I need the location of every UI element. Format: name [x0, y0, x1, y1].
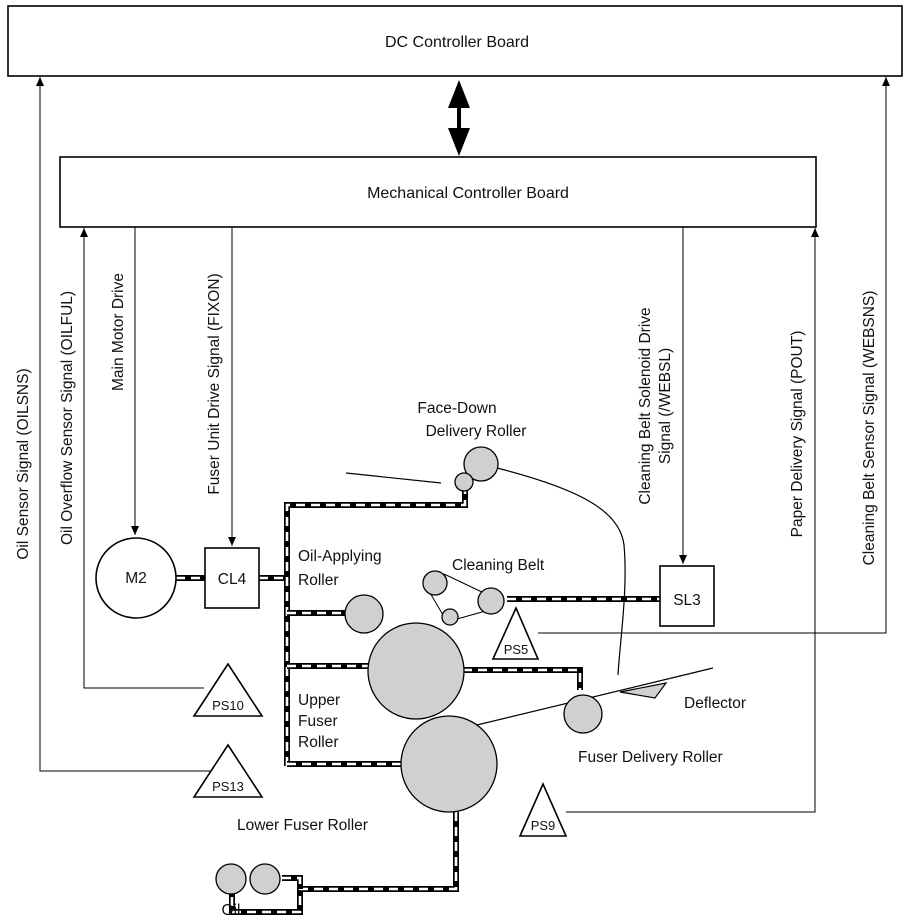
main-motor-drive-label: Main Motor Drive	[110, 273, 127, 391]
cleaning-belt-supply-roller	[477, 587, 505, 615]
board-link-arrow	[448, 80, 470, 156]
face-down-delivery-roller-label-1: Face-Down	[417, 400, 496, 417]
oil-sensor-wire	[36, 77, 228, 772]
upper-fuser-roller	[367, 622, 465, 720]
sensor-ps9: PS9	[518, 782, 568, 837]
oil-overflow-wire	[80, 228, 204, 689]
ps9-label: PS9	[531, 818, 556, 833]
fuser-delivery-roller-label: Fuser Delivery Roller	[578, 749, 723, 766]
oil-applying-roller-label-2: Roller	[298, 572, 338, 589]
oil-sensor-signal-label: Oil Sensor Signal (OILSNS)	[15, 368, 32, 559]
ps10-label: PS10	[212, 698, 244, 713]
cleaning-belt-solenoid-label-1: Cleaning Belt Solenoid Drive	[637, 307, 654, 504]
face-down-delivery-roller-label-2: Delivery Roller	[426, 423, 527, 440]
face-down-delivery-roller	[463, 446, 499, 482]
deflector-shape	[619, 682, 668, 699]
cleaning-belt-press-roller	[441, 608, 459, 626]
oil-pump-roller-right	[249, 863, 281, 895]
deflector-label: Deflector	[684, 695, 746, 712]
dc-controller-board	[7, 5, 903, 77]
ps13-label: PS13	[212, 779, 244, 794]
upper-fuser-roller-label-3: Roller	[298, 734, 338, 751]
main-motor-m2	[95, 537, 177, 619]
upper-fuser-roller-label-1: Upper	[298, 692, 340, 709]
oil-applying-roller	[344, 594, 384, 634]
mechanical-controller-board	[59, 156, 817, 228]
oil-label: Oil	[222, 902, 241, 918]
upper-fuser-roller-label-2: Fuser	[298, 713, 338, 730]
cleaning-belt-label: Cleaning Belt	[452, 557, 545, 574]
cleaning-belt-sensor-signal-label: Cleaning Belt Sensor Signal (WEBSNS)	[861, 291, 878, 566]
cleaning-belt-take-up-roller	[422, 570, 448, 596]
cl4-label: CL4	[218, 571, 247, 588]
lower-fuser-roller	[400, 715, 498, 813]
oil-pump-roller-left	[215, 863, 247, 895]
oil-overflow-signal-label: Oil Overflow Sensor Signal (OILFUL)	[59, 291, 76, 545]
m2-label: M2	[125, 570, 147, 587]
ps5-label: PS5	[504, 642, 529, 657]
sl3-label: SL3	[673, 592, 701, 609]
sensor-ps10: PS10	[192, 662, 264, 717]
lower-fuser-roller-label: Lower Fuser Roller	[237, 817, 368, 834]
dc-controller-board-label: DC Controller Board	[385, 34, 529, 51]
fuser-clutch-cl4	[204, 547, 260, 609]
oil-applying-roller-label-1: Oil-Applying	[298, 548, 382, 565]
fuser-unit-drive-label: Fuser Unit Drive Signal (FIXON)	[206, 273, 223, 494]
mechanical-controller-board-label: Mechanical Controller Board	[367, 185, 569, 202]
drive-gear-train	[176, 487, 660, 915]
paper-delivery-signal-label: Paper Delivery Signal (POUT)	[789, 331, 806, 538]
paper-delivery-wire	[566, 228, 819, 813]
face-down-delivery-idler	[454, 472, 474, 492]
fuser-delivery-roller	[563, 694, 603, 734]
sensor-ps13: PS13	[192, 743, 264, 798]
belt-sensor-wire	[538, 77, 890, 634]
sensor-ps5: PS5	[491, 606, 540, 660]
cleaning-belt-solenoid-sl3	[659, 565, 715, 627]
cleaning-belt-solenoid-label-2: Signal (/WEBSL)	[657, 348, 674, 464]
